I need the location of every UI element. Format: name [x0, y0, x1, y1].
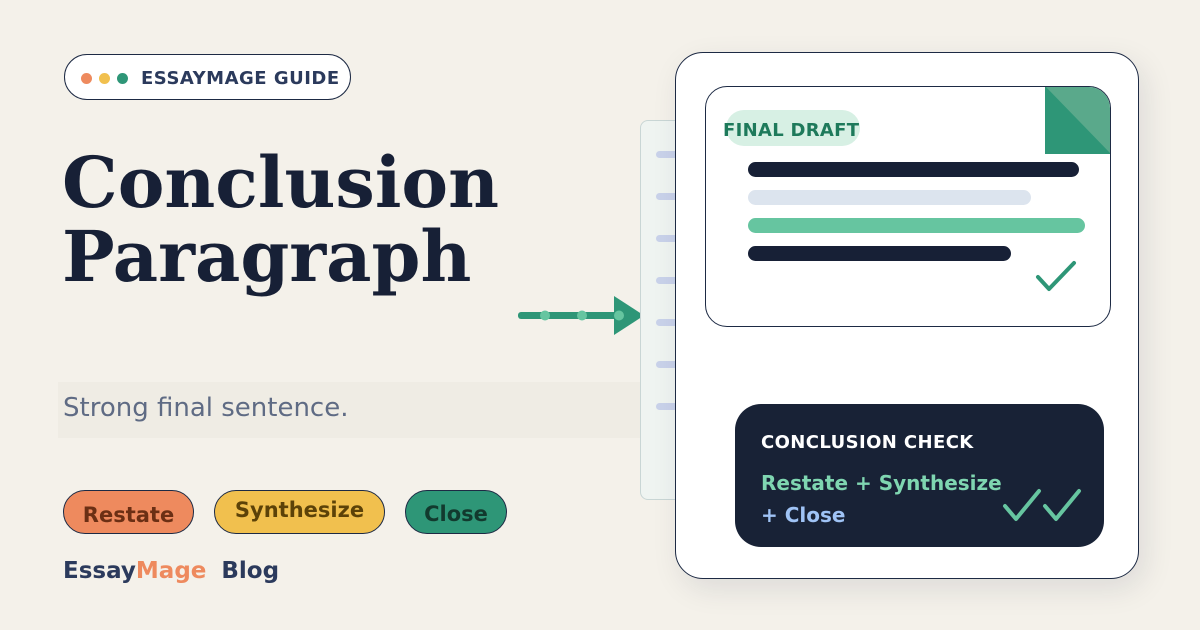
checkmark-icon [1036, 261, 1076, 291]
brand-essay: Essay [63, 558, 136, 584]
text-line [748, 190, 1031, 205]
badge-label: ESSAYMAGE GUIDE [141, 68, 340, 89]
window-dot-green-icon [117, 73, 128, 84]
tag-close: Close [405, 490, 507, 534]
text-line [748, 218, 1085, 233]
rail-tick [656, 361, 691, 368]
illustration-card: FINAL DRAFT CONCLUSION CHECK Restate + S… [675, 52, 1139, 579]
final-draft-document: FINAL DRAFT [705, 86, 1111, 327]
subtitle-band [58, 382, 642, 438]
window-dot-red-icon [81, 73, 92, 84]
title-line-1: Conclusion [62, 141, 499, 224]
arrow-right-icon [518, 296, 644, 335]
tag-restate: Restate [63, 490, 194, 534]
rail-tick [656, 277, 691, 284]
tag-synthesize: Synthesize [214, 490, 385, 534]
brand-logo: EssayMage Blog [63, 558, 279, 584]
check-title: CONCLUSION CHECK [761, 432, 974, 453]
page-title: Conclusion Paragraph [62, 146, 499, 294]
rail-tick [656, 193, 691, 200]
page-fold-icon [1045, 87, 1110, 154]
check-line-2: + Close [761, 503, 846, 527]
text-line [748, 246, 1011, 261]
guide-badge: ESSAYMAGE GUIDE [64, 54, 351, 100]
rail-tick [656, 151, 691, 158]
draft-label-pill [726, 110, 860, 146]
draft-label: FINAL DRAFT [723, 120, 860, 141]
subtitle: Strong final sentence. [63, 393, 349, 423]
brand-mage: Mage [135, 558, 207, 584]
conclusion-check-panel: CONCLUSION CHECK Restate + Synthesize + … [735, 404, 1104, 547]
brand-blog: Blog [221, 558, 280, 584]
rail-tick [656, 319, 691, 326]
check-line-1: Restate + Synthesize [761, 471, 1002, 495]
text-line [748, 162, 1079, 177]
rail-tick [656, 403, 691, 410]
title-line-2: Paragraph [62, 215, 472, 298]
rail-tick [656, 235, 691, 242]
double-checkmark-icon [1003, 489, 1081, 521]
window-dot-yellow-icon [99, 73, 110, 84]
